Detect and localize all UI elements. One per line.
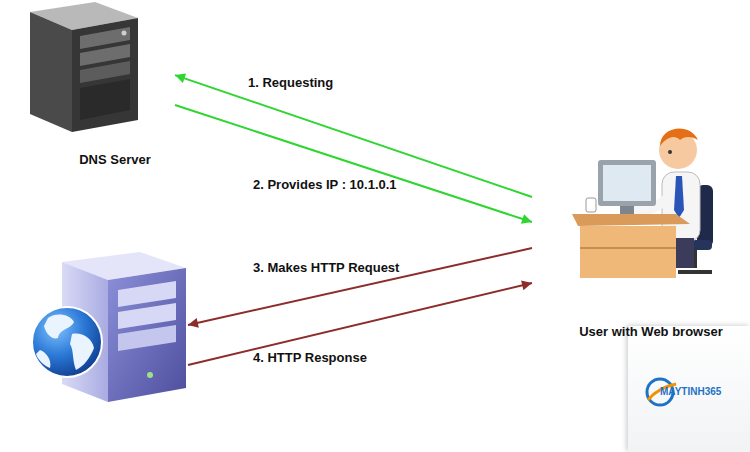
desk-top bbox=[572, 214, 690, 226]
user-eye bbox=[668, 150, 672, 154]
tower-front bbox=[108, 268, 186, 402]
globe bbox=[32, 307, 102, 377]
user-tie bbox=[674, 176, 684, 218]
monitor bbox=[598, 160, 656, 206]
tower-front bbox=[72, 18, 138, 132]
node-label: DNS Server bbox=[50, 152, 180, 168]
chair-base bbox=[678, 270, 712, 274]
arrow-connector bbox=[188, 248, 532, 325]
user-illustration bbox=[572, 129, 713, 278]
tower-vent bbox=[80, 79, 130, 120]
edge-label: 3. Makes HTTP Request bbox=[253, 260, 399, 276]
power-button bbox=[122, 31, 127, 36]
edge-label: 1. Requesting bbox=[248, 75, 333, 91]
edge-label: 4. HTTP Response bbox=[253, 350, 367, 366]
drive-bay bbox=[118, 325, 176, 351]
coffee-mug bbox=[586, 198, 596, 212]
globe-land bbox=[44, 315, 74, 339]
globe-land bbox=[70, 334, 94, 370]
monitor-stand bbox=[620, 206, 634, 214]
web-server-node bbox=[10, 248, 188, 413]
tower-side bbox=[30, 12, 72, 132]
dns-server-tower bbox=[30, 2, 138, 132]
arrow-connector bbox=[175, 105, 532, 222]
globe-land bbox=[36, 350, 50, 368]
drive-bay bbox=[118, 303, 176, 329]
arrow-connector bbox=[175, 75, 532, 197]
web-server-tower bbox=[32, 252, 186, 402]
desk-front bbox=[580, 226, 676, 278]
dns-server-node: DNS Server bbox=[10, 0, 175, 175]
user-node: User with Web browser bbox=[532, 110, 750, 342]
user-hair bbox=[660, 129, 698, 146]
node-label: User with Web browser bbox=[552, 324, 750, 340]
edge-label: 2. Provides IP : 10.1.0.1 bbox=[253, 177, 397, 193]
power-light bbox=[147, 372, 153, 378]
watermark-text: MAYTINH365 bbox=[660, 386, 721, 397]
drive-bay bbox=[80, 61, 130, 83]
drive-bay bbox=[118, 281, 176, 307]
desk-drawer bbox=[580, 247, 676, 249]
monitor-screen bbox=[603, 165, 651, 201]
